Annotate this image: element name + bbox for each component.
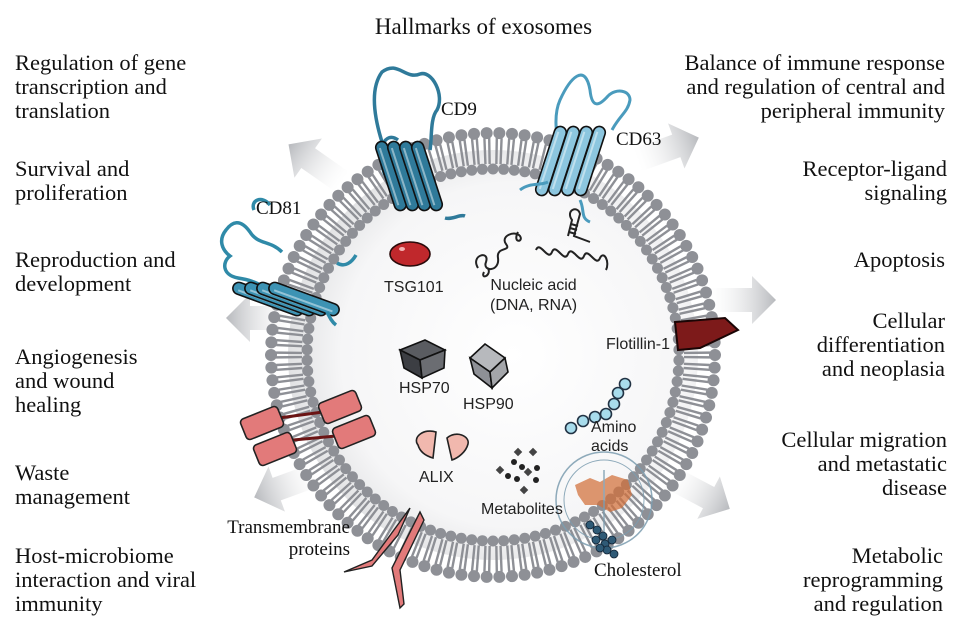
label-cd9: CD9 (441, 99, 477, 120)
watermark-seal (555, 451, 653, 549)
metabolite-diamond (495, 465, 505, 475)
function-label-immune-balance: Balance of immune response and regulatio… (684, 50, 945, 123)
label-cd81: CD81 (256, 198, 302, 219)
label-alix: ALIX (419, 469, 454, 486)
alix-protein (415, 430, 469, 462)
metabolites-icon (495, 447, 540, 495)
metabolite-dot (514, 476, 520, 482)
function-label-waste: Waste management (15, 460, 130, 509)
direction-arrow (710, 276, 776, 324)
metabolite-dot (533, 477, 539, 483)
amino-acid-bead (564, 421, 578, 435)
function-label-gene-regulation: Regulation of gene transcription and tra… (15, 50, 187, 123)
metabolite-diamond (519, 485, 529, 495)
tsg101-protein (389, 241, 431, 267)
function-label-angiogenesis: Angiogenesis and wound healing (15, 344, 138, 417)
label-metabolites: Metabolites (481, 501, 563, 518)
transmembrane-helix (268, 281, 340, 317)
label-hsp70: HSP70 (399, 380, 450, 397)
cholesterol-molecule (607, 535, 617, 545)
cholesterol-molecule (591, 535, 601, 545)
label-transmembrane-proteins: Transmembrane proteins (227, 517, 350, 560)
amino-acid-bead (607, 397, 621, 411)
amino-acid-bead (599, 407, 613, 421)
label-nucleic-acid: Nucleic acid (DNA, RNA) (490, 277, 578, 314)
metabolite-dot (534, 465, 540, 471)
label-tsg101: TSG101 (384, 279, 444, 296)
metabolite-diamond (523, 467, 533, 477)
function-label-apoptosis: Apoptosis (853, 247, 945, 272)
lipid-tails (275, 138, 711, 572)
cholesterol-molecule (585, 520, 595, 530)
metabolite-dot (511, 459, 517, 465)
metabolite-diamond (513, 447, 523, 457)
transmembrane-receptor (343, 507, 425, 610)
cholesterol-molecule (592, 525, 602, 535)
direction-arrow (288, 138, 350, 193)
function-label-receptor-ligand: Receptor-ligand signaling (802, 156, 948, 205)
nucleic-acid-icon (475, 208, 609, 278)
function-label-survival: Survival and proliferation (15, 156, 130, 205)
metabolite-dot (505, 473, 511, 479)
amino-acid-bead (576, 414, 590, 428)
amino-acid-bead (611, 386, 625, 400)
metabolite-diamond (528, 447, 538, 457)
label-cholesterol: Cholesterol (594, 560, 682, 581)
transmembrane-dimer (239, 389, 377, 467)
function-label-reproduction: Reproduction and development (15, 247, 176, 296)
label-hsp90: HSP90 (463, 396, 514, 413)
label-flotillin-1: Flotillin-1 (606, 336, 671, 353)
hsp90-protein (468, 342, 509, 390)
label-cd63: CD63 (616, 129, 662, 150)
figure-title: Hallmarks of exosomes (374, 14, 593, 39)
cholesterol-cluster (585, 520, 619, 559)
transmembrane-helix (573, 125, 607, 197)
cholesterol-molecule (609, 549, 619, 559)
function-label-migration: Cellular migration and metastatic diseas… (781, 427, 947, 500)
cd81-tetraspanin (219, 197, 358, 327)
cd63-tetraspanin (519, 73, 632, 224)
amino-acids-chain (564, 377, 632, 435)
direction-arrow (632, 123, 699, 172)
hsp70-protein (398, 339, 447, 380)
function-label-metabolic: Metabolic reprogramming and regulation (803, 543, 943, 616)
cholesterol-molecule (595, 543, 605, 553)
cd9-tetraspanin (372, 66, 466, 221)
function-label-differentiation: Cellular differentiation and neoplasia (816, 308, 945, 381)
function-label-host-microbiome: Host-microbiome interaction and viral im… (15, 543, 197, 616)
flotillin-1-protein (673, 316, 740, 352)
amino-acid-bead (618, 377, 632, 391)
cholesterol-molecule (598, 531, 608, 541)
transmembrane-helix (410, 140, 444, 212)
metabolite-dot (519, 464, 525, 470)
label-amino-acids: Amino acids (591, 419, 637, 455)
